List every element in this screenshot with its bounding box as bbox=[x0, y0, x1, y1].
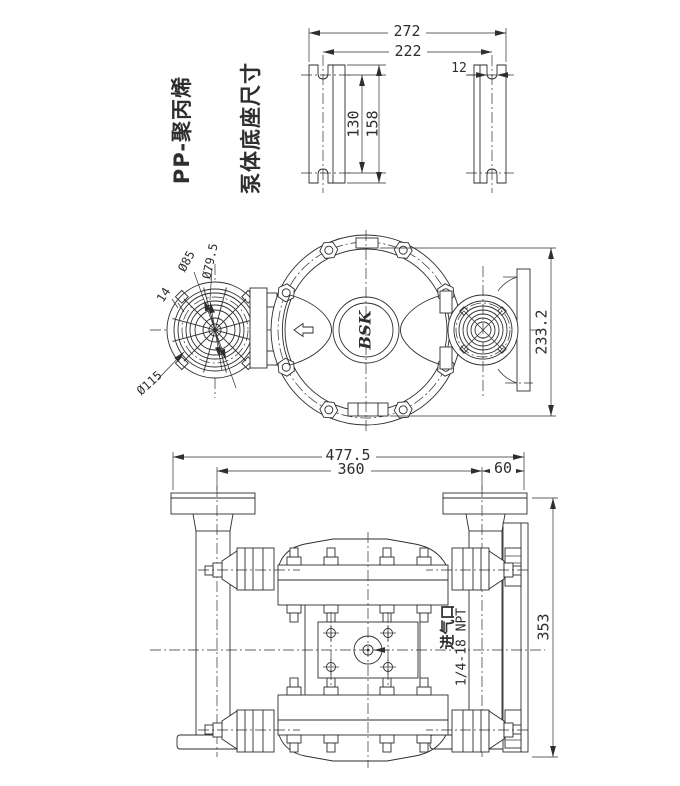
dim-222-text: 222 bbox=[394, 42, 421, 60]
left-chamber bbox=[281, 294, 332, 366]
left-bracket bbox=[249, 287, 278, 369]
left-base-plate bbox=[301, 55, 353, 193]
top-view: 272 222 12 bbox=[301, 22, 514, 193]
plan-view: 477.5 360 60 bbox=[150, 446, 558, 768]
dim-14: 14 bbox=[154, 285, 185, 313]
body-foot bbox=[347, 402, 389, 417]
dim-d79-5-text: Ø79.5 bbox=[199, 242, 220, 280]
right-flange bbox=[439, 266, 533, 396]
dim-222: 222 bbox=[323, 42, 492, 60]
inlet-labels: 进气口 1/4-18 NPT bbox=[439, 604, 470, 686]
air-inlet-thread-label: 1/4-18 NPT bbox=[455, 608, 470, 686]
dim-d85-text: Ø85 bbox=[175, 248, 198, 274]
dim-12-text: 12 bbox=[451, 61, 467, 76]
dim-272-text: 272 bbox=[393, 22, 420, 40]
dim-353-text: 353 bbox=[535, 613, 553, 640]
dim-158-text: 158 bbox=[364, 110, 382, 137]
dim-12: 12 bbox=[451, 61, 510, 78]
dim-360: 360 bbox=[216, 460, 483, 490]
dim-233-2-text: 233.2 bbox=[533, 309, 551, 354]
dim-272: 272 bbox=[308, 22, 507, 62]
air-inlet-label: 进气口 bbox=[439, 604, 457, 649]
brand-logo: BSK bbox=[356, 309, 375, 350]
right-base-plate bbox=[466, 55, 514, 193]
flow-arrow-icon bbox=[293, 322, 314, 338]
dim-60: 60 bbox=[482, 459, 524, 477]
dim-353: 353 bbox=[532, 497, 558, 758]
dim-130-text: 130 bbox=[345, 110, 363, 137]
plan-body: 进气口 1/4-18 NPT bbox=[150, 532, 545, 768]
dim-158: 158 bbox=[347, 64, 386, 184]
dim-14-text: 14 bbox=[154, 285, 174, 305]
front-view: Ø85 Ø79.5 14 Ø115 bbox=[134, 230, 556, 432]
view-title-label: 泵体底座尺寸 bbox=[239, 62, 263, 194]
dim-d115-text: Ø115 bbox=[134, 368, 165, 398]
dim-360-text: 360 bbox=[337, 460, 364, 478]
dim-477-5-text: 477.5 bbox=[325, 446, 370, 464]
title-labels: PP-聚丙烯 泵体底座尺寸 bbox=[170, 62, 263, 194]
pump-body: BSK bbox=[270, 230, 462, 432]
dim-60-text: 60 bbox=[494, 459, 512, 477]
dim-233-2: 233.2 bbox=[380, 247, 556, 417]
side-mounting-plate bbox=[502, 522, 529, 753]
material-label: PP-聚丙烯 bbox=[170, 76, 194, 184]
